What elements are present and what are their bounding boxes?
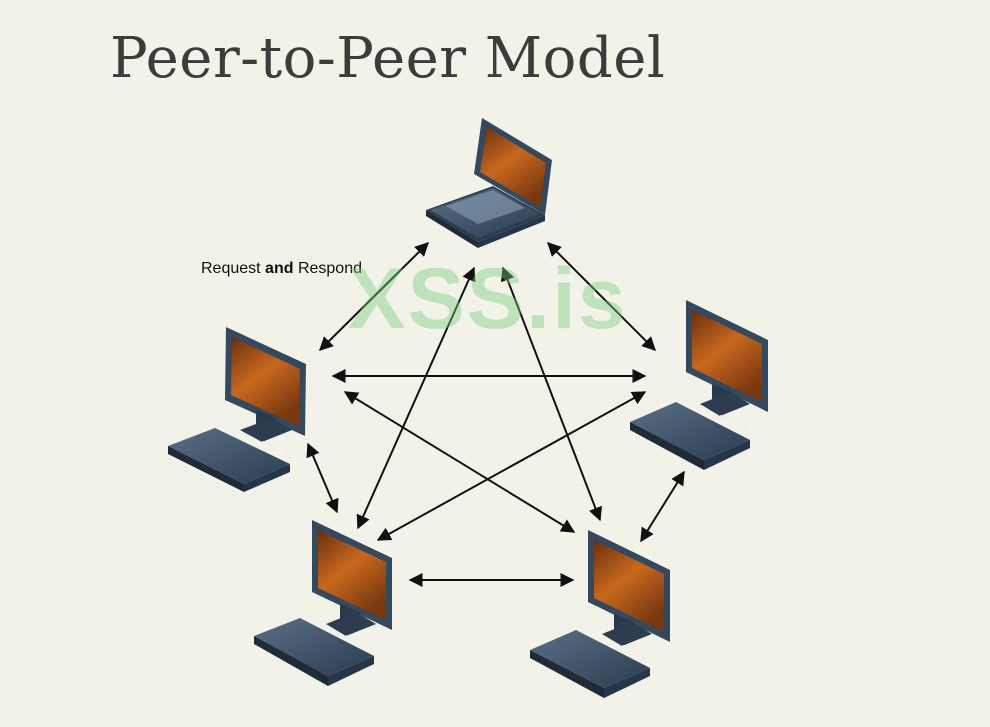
label-part-request: Request bbox=[201, 260, 266, 277]
desktop-bottom-left-icon bbox=[254, 520, 392, 686]
arrow-top-right bbox=[547, 242, 656, 351]
laptop-top-icon bbox=[426, 118, 552, 248]
arrow-right-bottomright bbox=[640, 470, 685, 543]
arrow-left-bottomleft bbox=[306, 442, 339, 514]
desktop-right-icon bbox=[630, 300, 768, 470]
desktop-left-icon bbox=[168, 327, 306, 492]
request-respond-label: Request and Respond bbox=[201, 260, 362, 278]
arrow-left-bottomright bbox=[343, 391, 576, 533]
slide-title: Peer-to-Peer Model bbox=[110, 26, 666, 91]
arrow-right-bottomleft bbox=[376, 391, 647, 541]
arrow-top-bottomleft bbox=[356, 266, 476, 530]
arrow-top-bottomright bbox=[500, 266, 603, 522]
label-part-respond: Respond bbox=[293, 260, 362, 277]
desktop-bottom-right-icon bbox=[530, 530, 670, 698]
label-part-and: and bbox=[265, 260, 294, 277]
